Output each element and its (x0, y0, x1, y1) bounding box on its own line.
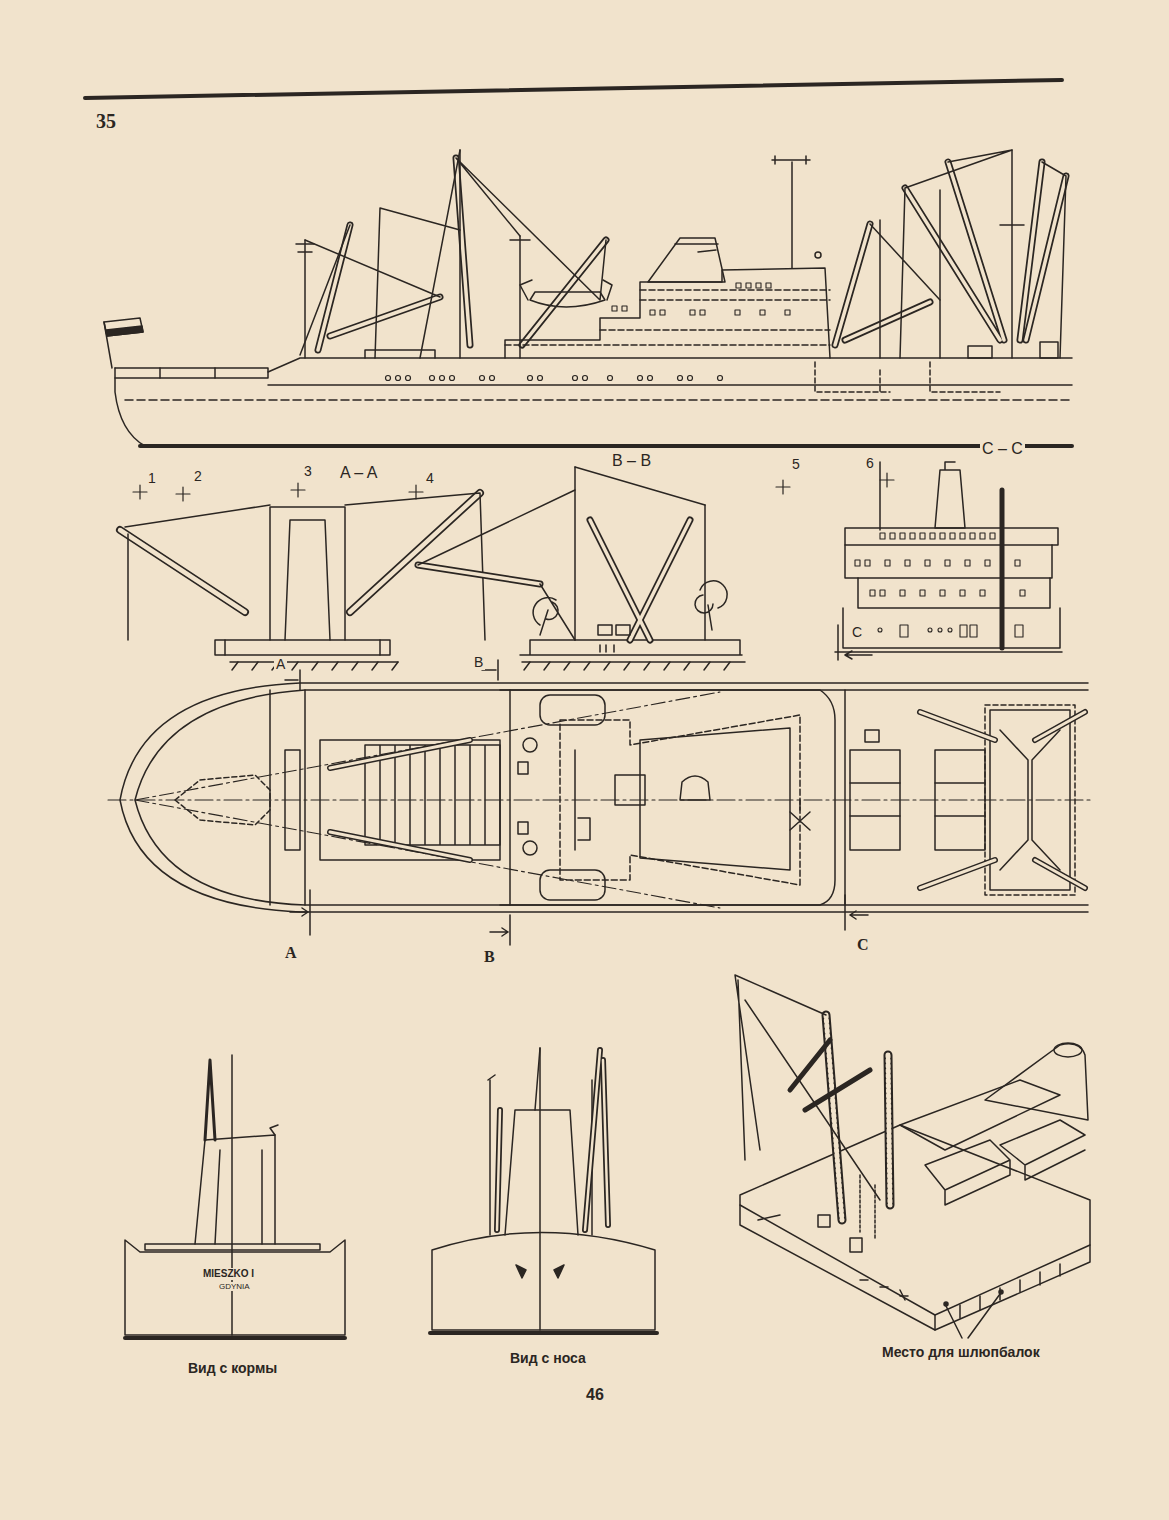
view-caption: Вид с кормы (186, 1360, 279, 1376)
callout-number: 4 (424, 470, 436, 486)
hull-name: GDYNIA (217, 1282, 252, 1291)
callout-number: 3 (302, 463, 314, 479)
section-label: A – A (338, 464, 379, 482)
figure-number: 35 (94, 110, 118, 133)
callout-number: 1 (146, 470, 158, 486)
view-caption: Вид с носа (508, 1350, 588, 1366)
view-caption: Место для шлюпбалок (880, 1344, 1042, 1360)
callout-number: 2 (192, 468, 204, 484)
section-marker: A (283, 944, 299, 962)
section-label: C – C (980, 440, 1025, 458)
callout-number: 5 (790, 456, 802, 472)
hull-name: MIESZKO I (201, 1268, 256, 1280)
section-marker: A (274, 656, 287, 672)
section-marker: B (472, 654, 485, 670)
callout-number: 6 (864, 455, 876, 471)
section-marker: C (850, 624, 864, 640)
section-marker: C (855, 936, 871, 954)
section-label: B – B (610, 452, 653, 470)
section-marker: B (482, 948, 497, 966)
page-number: 46 (584, 1386, 606, 1404)
